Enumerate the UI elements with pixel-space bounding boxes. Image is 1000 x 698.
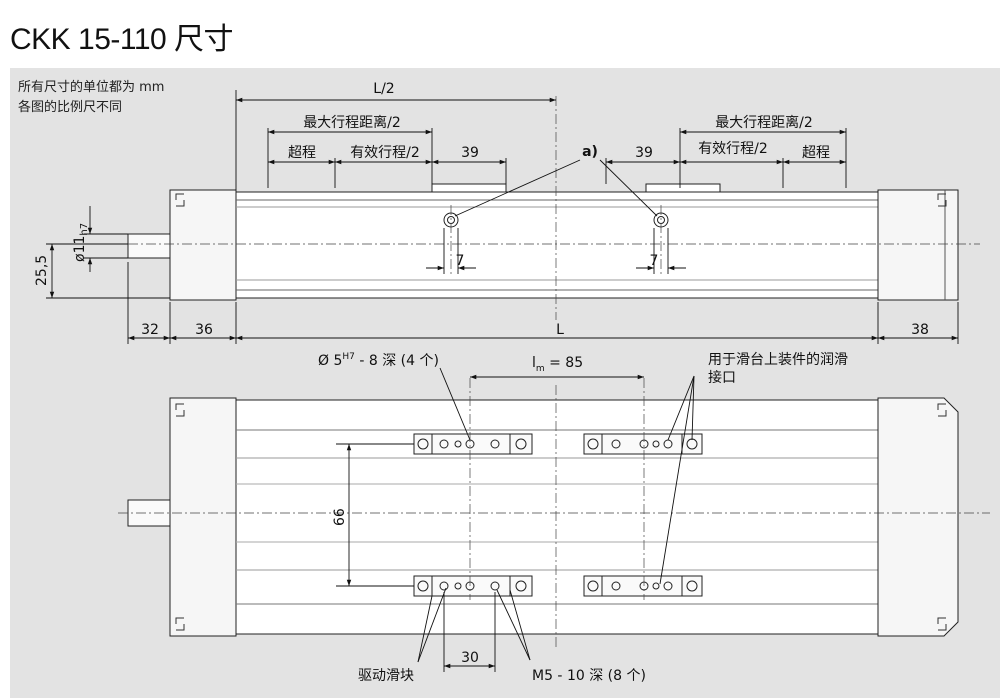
label-m5-threads: M5 - 10 深 (8 个)	[532, 668, 646, 684]
units-note: 所有尺寸的单位都为 mm	[18, 80, 165, 95]
profile-body	[235, 191, 879, 299]
label-over-travel-left: 超程	[288, 145, 316, 161]
right-end-cap-plan	[877, 397, 959, 637]
carriage-lower-left	[413, 575, 533, 597]
label-7-left: 7	[456, 253, 465, 269]
carriage-top-left	[431, 183, 507, 193]
carriage-lower-right	[583, 575, 703, 597]
bottom-labels: Ø 5H7 - 8 深 (4 个) lm = 85 用于滑台上装件的润滑 接口 …	[318, 351, 848, 684]
carriage-upper-right	[583, 433, 703, 455]
left-end-cap-plan	[169, 397, 237, 637]
label-7-right: 7	[650, 253, 659, 269]
label-39-right: 39	[635, 145, 653, 161]
label-callout-a: a)	[582, 144, 598, 160]
label-L: L	[556, 322, 564, 338]
label-66: 66	[332, 508, 348, 526]
label-eff-stroke-right: 有效行程/2	[698, 141, 768, 157]
label-lube-line1: 用于滑台上装件的润滑	[708, 351, 848, 368]
top-dimensions	[46, 90, 959, 344]
page-title: CKK 15-110 尺寸	[10, 23, 234, 56]
bottom-dimensions	[336, 367, 695, 672]
profile-body-plan	[235, 399, 879, 635]
carriage-upper-left	[413, 433, 533, 455]
label-39-left: 39	[461, 145, 479, 161]
top-labels: L/2 最大行程距离/2 最大行程距离/2 超程 有效行程/2 39 39 有效…	[34, 81, 929, 338]
label-25-5: 25,5	[34, 255, 50, 286]
label-bore-spec: Ø 5H7 - 8 深 (4 个)	[318, 352, 439, 369]
label-lm: lm = 85	[532, 355, 583, 374]
top-center-lines	[92, 96, 980, 320]
label-drive-block: 驱动滑块	[358, 667, 414, 684]
label-shaft-diameter: ø11h7	[72, 223, 90, 262]
bottom-view	[127, 397, 959, 637]
label-half-length: L/2	[373, 81, 394, 97]
label-32: 32	[141, 322, 159, 338]
label-lube-line2: 接口	[708, 369, 736, 386]
label-max-stroke-right: 最大行程距离/2	[715, 114, 813, 131]
label-36: 36	[195, 322, 213, 338]
label-eff-stroke-left: 有效行程/2	[350, 145, 420, 161]
bottom-center-lines	[118, 378, 990, 650]
drive-shaft	[127, 233, 171, 259]
top-view	[127, 183, 959, 301]
carriage-top-right	[645, 183, 721, 193]
label-30: 30	[461, 650, 479, 666]
label-max-stroke-left: 最大行程距离/2	[303, 114, 401, 131]
left-end-cap	[169, 189, 237, 301]
scale-note: 各图的比例尺不同	[18, 100, 123, 115]
label-over-travel-right: 超程	[802, 145, 830, 161]
label-38: 38	[911, 322, 929, 338]
